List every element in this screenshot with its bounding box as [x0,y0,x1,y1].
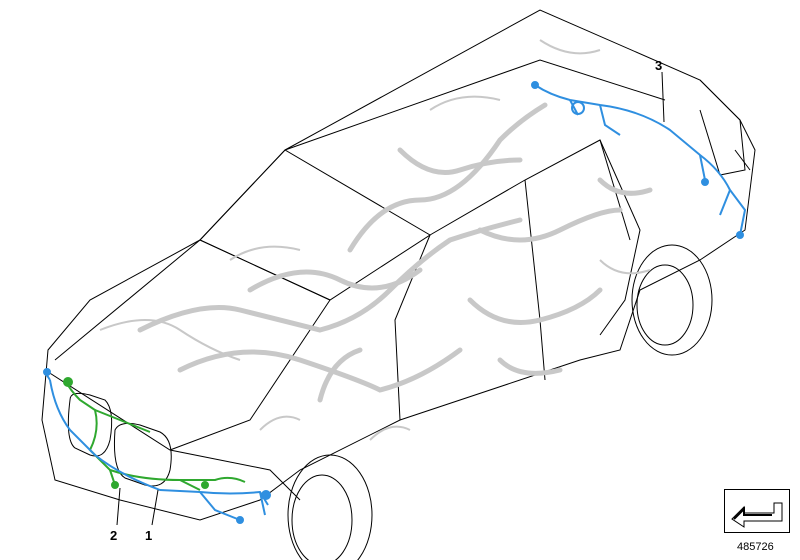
wheels [287,244,713,560]
front-grille-harness [63,377,246,491]
front-bumper-harness [43,368,271,524]
direction-arrow-icon [724,489,790,533]
background-wiring [137,102,653,403]
callout-1: 1 [145,528,153,543]
car-body-outline [41,9,756,521]
callout-leaders [116,71,665,526]
tailgate-harness [531,81,747,239]
callout-3: 3 [655,58,663,73]
reference-number: 485726 [737,541,774,553]
background-wiring-thin [99,39,651,441]
callout-2: 2 [110,528,118,543]
